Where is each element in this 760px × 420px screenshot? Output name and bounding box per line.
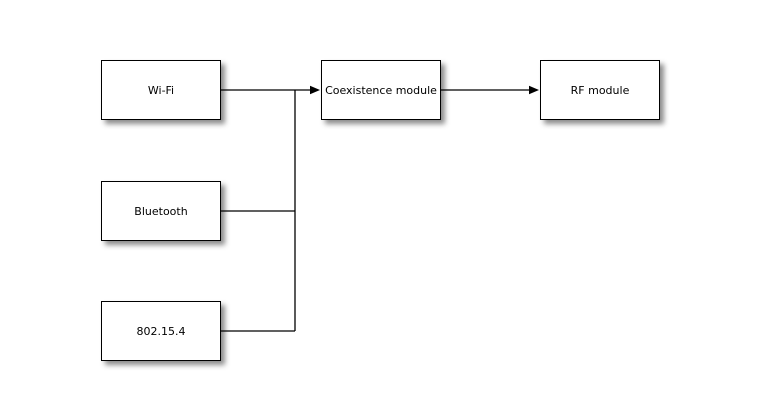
node-wifi: Wi-Fi [101, 60, 221, 120]
node-rf-label: RF module [570, 83, 630, 97]
coexistence-arrowhead-icon [310, 85, 320, 95]
node-bluetooth-label: Bluetooth [134, 204, 188, 218]
node-802154: 802.15.4 [101, 301, 221, 361]
rf-arrowhead-icon [529, 85, 539, 95]
node-coexistence-label: Coexistence module [325, 83, 437, 97]
node-wifi-label: Wi-Fi [147, 83, 175, 97]
node-802154-label: 802.15.4 [136, 324, 186, 338]
node-rf: RF module [540, 60, 660, 120]
node-coexistence: Coexistence module [321, 60, 441, 120]
node-bluetooth: Bluetooth [101, 181, 221, 241]
